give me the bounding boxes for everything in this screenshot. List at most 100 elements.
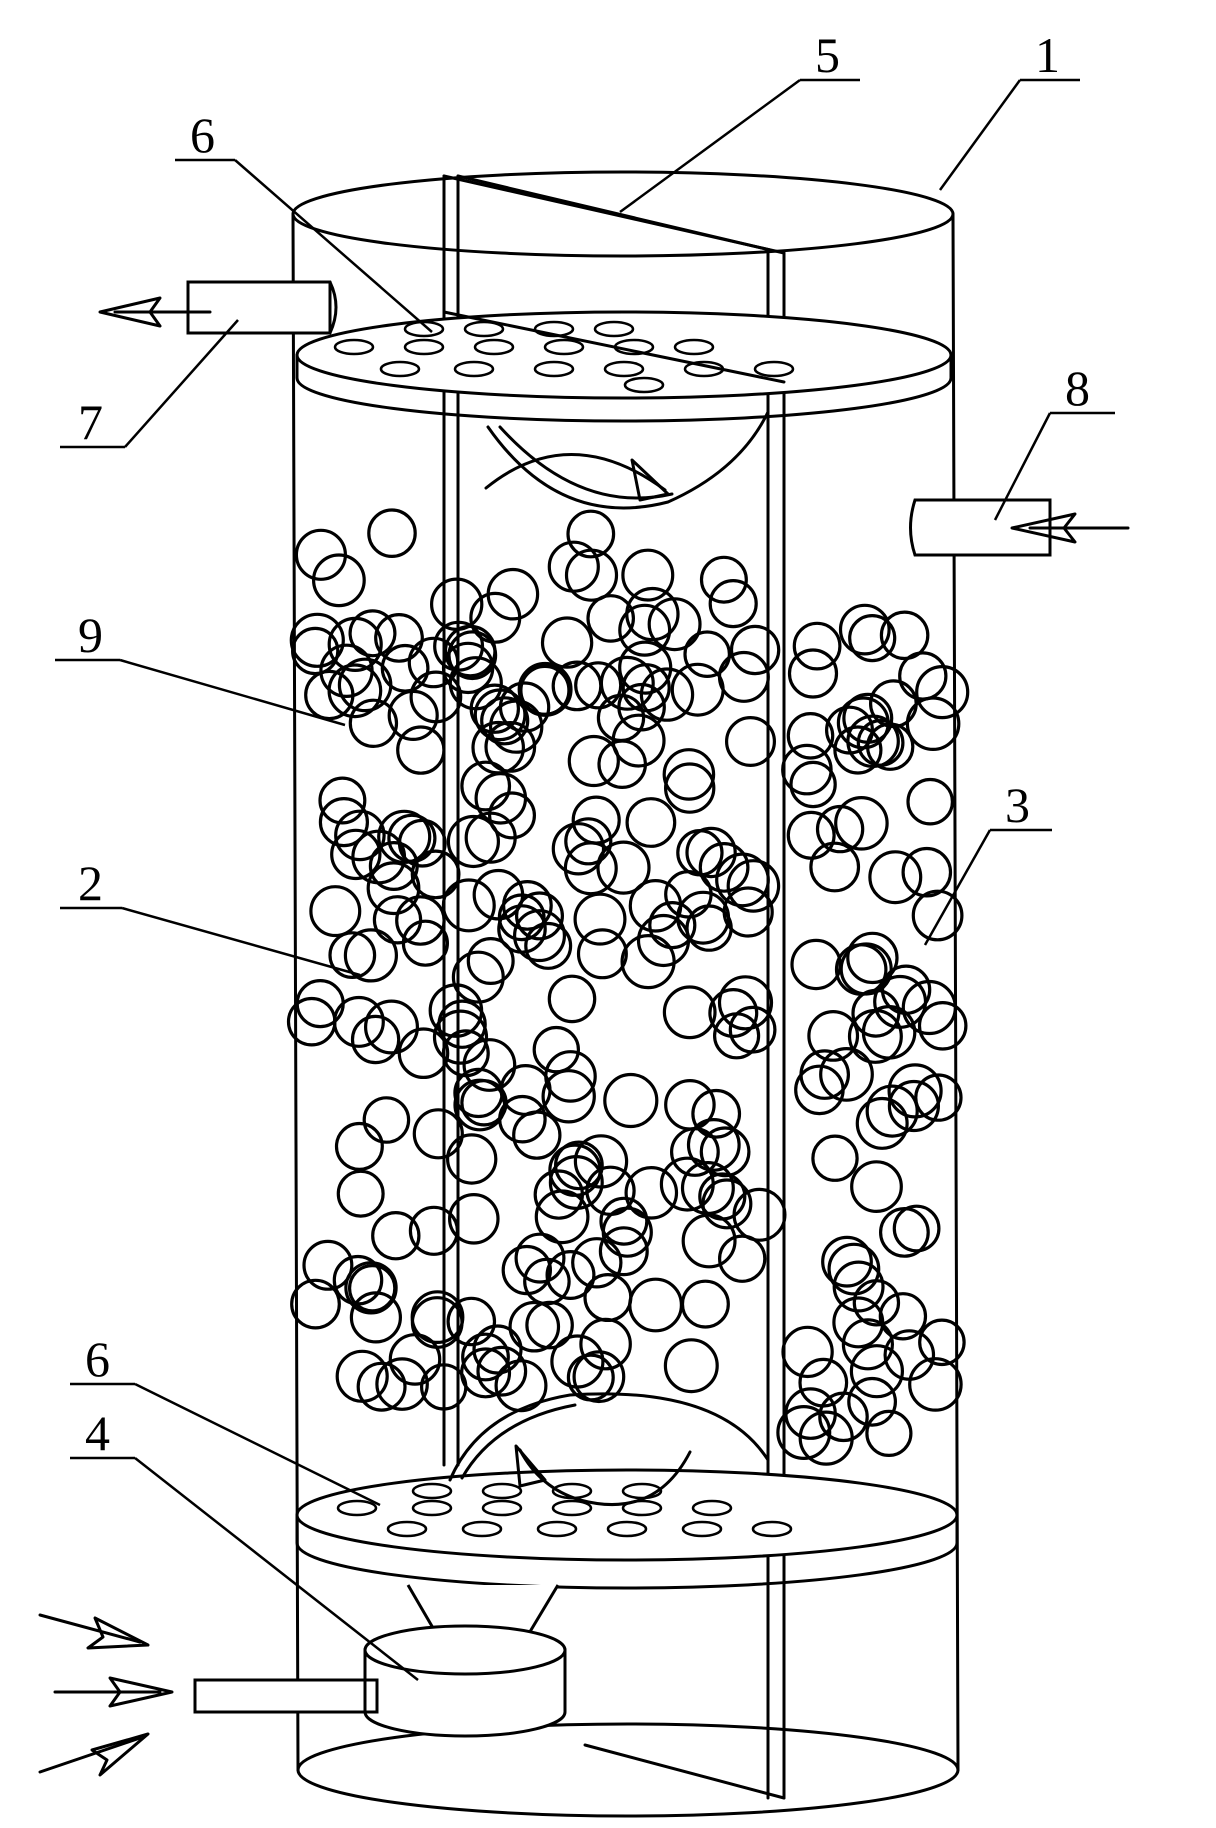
carrier-bead: [787, 648, 839, 699]
carrier-bead: [794, 1064, 845, 1116]
carrier-bead: [566, 1353, 615, 1402]
plate-hole: [403, 320, 445, 338]
carrier-bead: [683, 630, 732, 679]
carrier-bead: [914, 1073, 963, 1122]
carrier-bead: [512, 909, 566, 963]
plate-hole: [453, 360, 495, 378]
carrier-bead: [834, 795, 889, 851]
carrier-bead: [540, 616, 594, 669]
carrier-bead: [544, 1050, 597, 1103]
plate-hole: [606, 1520, 648, 1538]
label-7: 7: [78, 394, 103, 450]
label-5: 5: [815, 27, 840, 83]
carrier-bead: [883, 1329, 936, 1381]
plate-hole: [673, 338, 715, 356]
carrier-bead: [718, 1234, 767, 1283]
carrier-bead: [586, 594, 636, 643]
plate-hole: [533, 320, 575, 338]
carrier-bead: [480, 696, 530, 746]
carrier-bead: [428, 983, 484, 1038]
plate-hole: [481, 1482, 523, 1500]
carrier-bead: [409, 670, 463, 724]
plate-hole: [543, 338, 585, 356]
feed-arrows: [38, 1613, 174, 1777]
carrier-bead: [472, 1324, 523, 1375]
plate-hole: [613, 338, 655, 356]
carrier-bead: [368, 840, 419, 891]
label-3: 3: [1005, 777, 1030, 833]
carrier-bead: [469, 591, 522, 644]
carrier-bead: [906, 777, 955, 826]
carrier-bead: [472, 868, 525, 921]
carrier-bead: [441, 878, 496, 933]
carrier-bead: [839, 942, 893, 996]
carrier-bead: [628, 1277, 683, 1333]
carrier-bead: [327, 616, 383, 673]
label-2: 2: [78, 855, 103, 911]
bottom-perforated-plate: [295, 1468, 959, 1590]
carrier-bead: [374, 613, 424, 663]
bottom-plate-holes: [336, 1482, 793, 1538]
carrier-bead: [659, 1156, 715, 1212]
carrier-bead: [908, 1357, 963, 1412]
top-flow-arrow: [484, 453, 667, 492]
carrier-bead: [786, 711, 835, 760]
carrier-bead: [663, 1338, 719, 1394]
carrier-bead: [878, 1292, 928, 1341]
carrier-bead: [728, 1005, 777, 1054]
carrier-bead: [523, 1257, 571, 1306]
plate-hole: [603, 360, 645, 378]
carrier-bead: [846, 714, 900, 769]
carrier-bead: [798, 1410, 854, 1466]
carrier-bead: [699, 555, 748, 604]
carrier-bead: [508, 1300, 561, 1353]
plate-hole: [753, 360, 795, 378]
carrier-bead: [827, 1242, 881, 1296]
carrier-bead: [664, 762, 716, 814]
carrier-bead: [412, 1108, 464, 1160]
plate-hole: [691, 1499, 733, 1517]
carrier-bead: [318, 776, 367, 825]
carrier-bead: [489, 699, 544, 754]
carrier-bead: [676, 890, 731, 945]
carrier-bead: [432, 1009, 489, 1065]
carrier-bead: [547, 974, 597, 1024]
carrier-bead: [901, 846, 953, 898]
carrier-bead: [729, 624, 781, 676]
carrier-bead: [446, 1133, 498, 1185]
carrier-bead: [776, 1404, 832, 1460]
plate-hole: [411, 1499, 453, 1517]
carrier-bead: [576, 928, 628, 980]
carrier-bead: [466, 936, 515, 985]
carrier-bead: [833, 725, 883, 775]
carrier-bead: [533, 1169, 585, 1220]
carrier-bead: [519, 664, 571, 717]
carrier-bead: [571, 795, 621, 845]
carrier-bead: [618, 603, 672, 657]
carrier-bead: [356, 1361, 407, 1412]
carrier-bead: [681, 1213, 737, 1269]
plate-hole: [473, 338, 515, 356]
carrier-bead: [541, 1069, 596, 1124]
carrier-bead: [915, 664, 970, 720]
carrier-bead: [792, 621, 842, 671]
top-perforated-plate: [295, 310, 953, 423]
carrier-bead: [447, 630, 498, 681]
carrier-bead: [350, 1014, 401, 1065]
carrier-bead: [567, 734, 620, 788]
carrier-bead: [599, 1196, 649, 1246]
carrier-bead: [295, 978, 345, 1029]
carrier-bead: [364, 999, 420, 1055]
carrier-bead: [789, 760, 837, 809]
plate-hole: [623, 376, 665, 394]
carrier-bead: [328, 931, 377, 979]
gas-distributor: [193, 1584, 567, 1738]
carrier-bead: [879, 1206, 930, 1258]
carrier-bead: [387, 813, 437, 863]
plate-hole: [461, 1520, 503, 1538]
carrier-bead: [832, 1260, 885, 1313]
carrier-bead: [726, 859, 781, 913]
label-4: 4: [85, 1405, 110, 1461]
carrier-bead: [781, 1325, 834, 1379]
